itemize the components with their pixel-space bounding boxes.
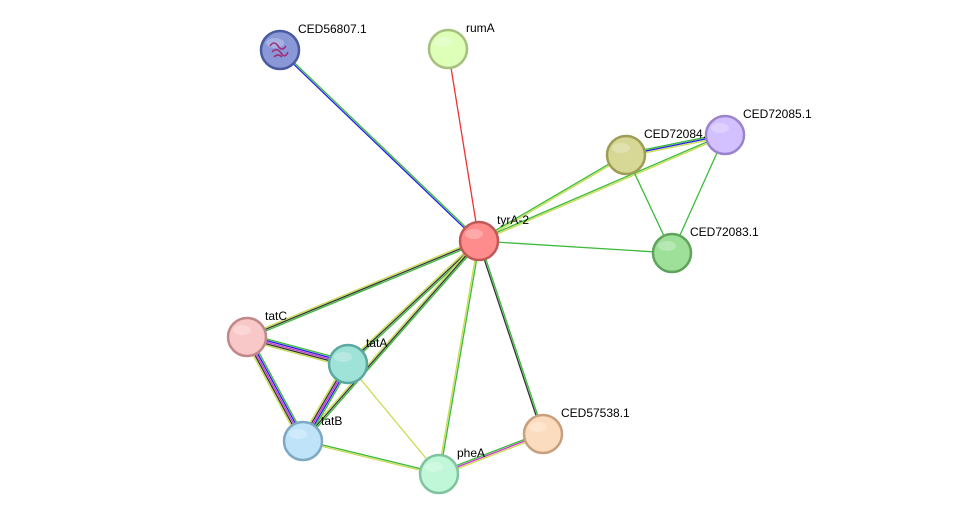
- node-ruma[interactable]: rumA: [427, 21, 495, 70]
- edge-evidence-line: [303, 439, 440, 474]
- edge-tyra-2-ced72085-1[interactable]: [478, 133, 726, 243]
- edge-evidence-line: [301, 239, 479, 441]
- node-highlight: [289, 429, 307, 439]
- node-highlight: [612, 143, 630, 153]
- edge-ced56807-1-tyra-2[interactable]: [278, 48, 481, 243]
- edge-evidence-line: [302, 441, 439, 476]
- node-ced72083-1[interactable]: CED72083.1: [651, 225, 759, 274]
- node-circle: [418, 453, 460, 495]
- edge-evidence-line: [347, 363, 440, 475]
- node-label: tatB: [321, 414, 342, 428]
- node-tatb[interactable]: tatB: [282, 414, 342, 462]
- edge-evidence-line: [671, 134, 726, 254]
- node-label: tyrA-2: [497, 213, 529, 227]
- node-tatc[interactable]: tatC: [226, 309, 287, 358]
- edge-evidence-line: [280, 48, 481, 241]
- edge-tyra-2-ced72084-1[interactable]: [478, 153, 627, 243]
- edge-evidence-line: [278, 50, 479, 243]
- edge-evidence-line: [246, 240, 480, 338]
- edge-evidence-line: [479, 155, 627, 243]
- node-label: tatA: [366, 336, 387, 350]
- edge-evidence-line: [478, 240, 673, 254]
- node-circle: [282, 420, 324, 462]
- node-label: CED72084.: [644, 127, 706, 141]
- edge-evidence-line: [246, 238, 479, 337]
- node-label: rumA: [466, 21, 495, 35]
- node-label: CED56807.1: [298, 22, 367, 36]
- nodes-layer: tyrA-2 CED56807.1 rumA CED72084. CED72085.1C…: [226, 21, 812, 495]
- edge-evidence-line: [303, 241, 481, 443]
- node-highlight: [425, 462, 443, 472]
- node-phea[interactable]: pheA: [418, 446, 485, 495]
- edge-evidence-line: [479, 135, 726, 243]
- edge-evidence-line: [346, 239, 479, 364]
- node-label: pheA: [457, 446, 485, 460]
- node-circle: [522, 413, 564, 455]
- edge-evidence-line: [477, 241, 543, 435]
- edge-evidence-line: [347, 240, 480, 365]
- node-tyra-2[interactable]: tyrA-2: [458, 213, 529, 262]
- node-circle: [427, 28, 469, 70]
- edge-evidence-line: [447, 48, 480, 242]
- node-label: CED72083.1: [690, 225, 759, 239]
- edges-layer: [243, 48, 726, 477]
- node-tata[interactable]: tatA: [327, 336, 387, 385]
- edge-evidence-line: [439, 241, 481, 475]
- node-highlight: [465, 229, 483, 239]
- node-ced56807-1[interactable]: CED56807.1: [259, 22, 367, 71]
- edge-evidence-line: [478, 133, 725, 241]
- edge-evidence-line: [302, 240, 480, 442]
- node-circle: [226, 316, 268, 358]
- edge-evidence-line: [478, 153, 626, 241]
- node-ced72084-1[interactable]: CED72084.: [605, 127, 706, 176]
- node-highlight: [529, 422, 547, 432]
- edge-evidence-line: [479, 240, 545, 434]
- node-ced72085-1[interactable]: CED72085.1: [704, 107, 812, 156]
- node-highlight: [334, 352, 352, 362]
- node-circle: [605, 134, 647, 176]
- node-circle: [259, 29, 301, 71]
- node-label: CED72085.1: [743, 107, 812, 121]
- edge-tyra-2-tatb[interactable]: [301, 239, 481, 443]
- edge-ced72085-1-ced72083-1[interactable]: [671, 134, 726, 254]
- node-highlight: [711, 123, 729, 133]
- edge-tyra-2-tatc[interactable]: [246, 238, 480, 340]
- node-highlight: [434, 37, 452, 47]
- node-circle: [327, 343, 369, 385]
- edge-tatb-phea[interactable]: [302, 439, 440, 476]
- node-highlight: [233, 325, 251, 335]
- edge-tyra-2-ced57538-1[interactable]: [477, 240, 545, 435]
- node-circle: [458, 220, 500, 262]
- node-circle: [651, 232, 693, 274]
- node-label: CED57538.1: [561, 406, 630, 420]
- node-circle: [704, 114, 746, 156]
- edge-ruma-tyra-2[interactable]: [447, 48, 480, 242]
- protein-structure-icon: [269, 42, 289, 58]
- edge-tyra-2-phea[interactable]: [437, 240, 481, 475]
- node-label: tatC: [265, 309, 287, 323]
- edge-tata-phea[interactable]: [347, 363, 440, 475]
- edge-evidence-line: [437, 240, 479, 474]
- node-highlight: [658, 241, 676, 251]
- edge-tyra-2-ced72083-1[interactable]: [478, 240, 673, 254]
- node-ced57538-1[interactable]: CED57538.1: [522, 406, 630, 455]
- edge-evidence-line: [247, 241, 480, 340]
